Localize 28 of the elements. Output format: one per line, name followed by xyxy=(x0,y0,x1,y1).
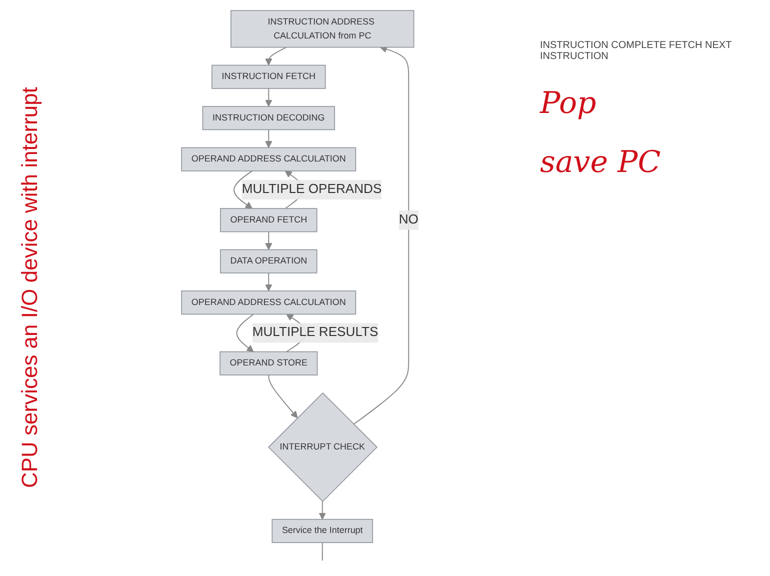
node-box: INSTRUCTION ADDRESS CALCULATION from PC xyxy=(230,10,414,48)
arrow xyxy=(233,170,253,209)
arrow xyxy=(236,314,254,352)
node-box: OPERAND ADDRESS CALCULATION xyxy=(181,147,356,172)
edge-label: NO xyxy=(398,212,418,227)
node-diamond: INTERRUPT CHECK xyxy=(268,392,378,502)
arrow xyxy=(318,500,326,520)
node-box: INSTRUCTION DECODING xyxy=(202,106,335,130)
handwritten-note: Pop xyxy=(540,86,598,121)
node-box: OPERAND ADDRESS CALCULATION xyxy=(181,290,356,315)
arrow xyxy=(265,272,272,292)
note-text: INSTRUCTION COMPLETE FETCH NEXT INSTRUCTION xyxy=(540,40,732,62)
arrow xyxy=(265,231,272,250)
arrow xyxy=(265,129,272,148)
title: CPU services an I/O device with interrupt xyxy=(17,87,43,489)
arrow xyxy=(268,374,298,418)
node-box: OPERAND STORE xyxy=(220,351,318,376)
node-box: OPERAND FETCH xyxy=(220,208,318,232)
edge-label: MULTIPLE RESULTS xyxy=(252,326,378,340)
arrow xyxy=(353,46,410,425)
node-box: Service the Interrupt xyxy=(272,518,374,544)
arrow xyxy=(265,46,287,66)
node-box: DATA OPERATION xyxy=(220,249,318,274)
handwritten-note: save PC xyxy=(540,145,662,180)
connector xyxy=(322,542,323,562)
arrow xyxy=(265,88,272,107)
node-box: INSTRUCTION FETCH xyxy=(212,64,326,89)
edge-label: MULTIPLE OPERANDS xyxy=(242,182,382,196)
